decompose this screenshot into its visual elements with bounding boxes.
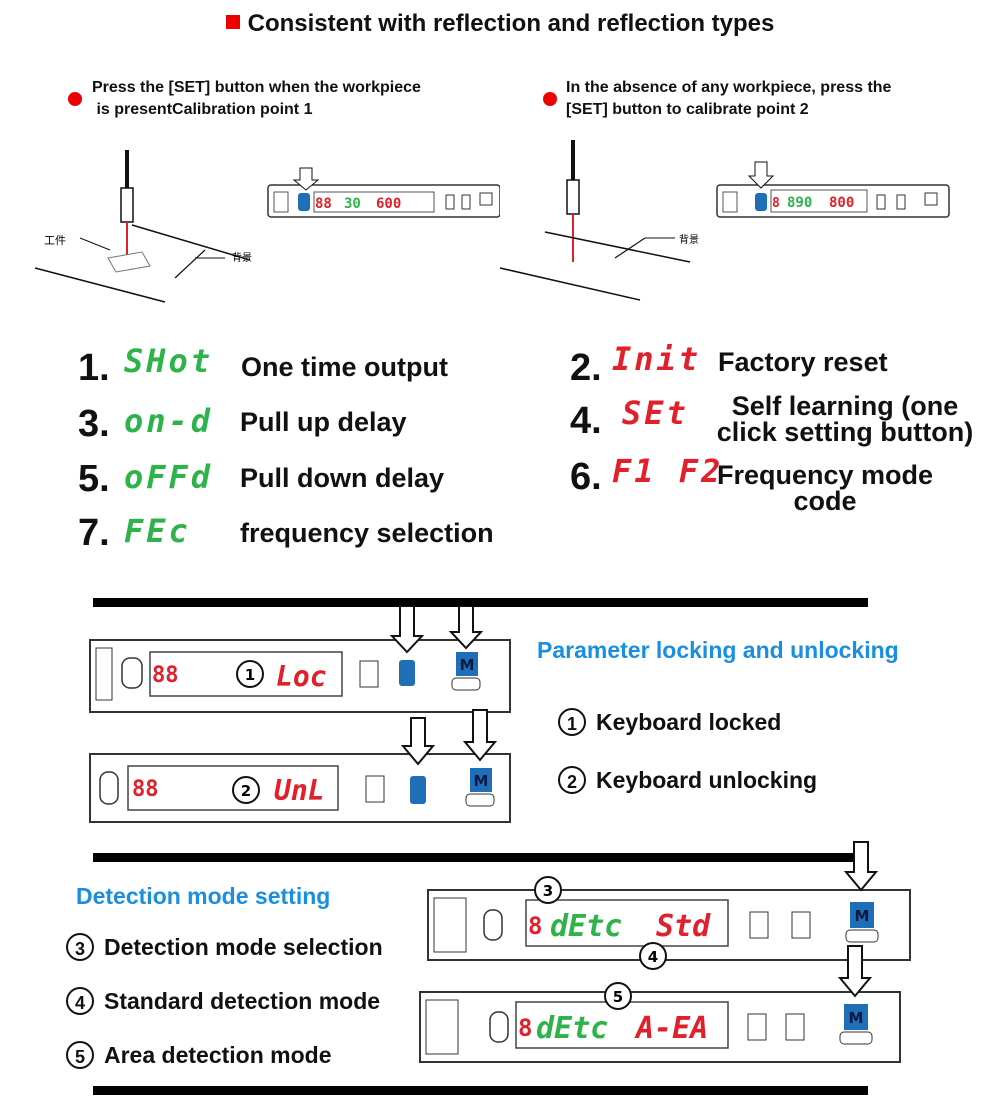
svg-text:890: 890 [787,195,812,211]
number-badge: 5 [66,1041,94,1069]
svg-text:88: 88 [152,663,179,688]
detect-heading: Detection mode setting [76,883,331,909]
calibration-diagram-2: 背景 8 890 800 [499,140,950,301]
svg-text:M: M [460,656,475,674]
svg-text:4: 4 [648,948,658,966]
code-number: 1. [78,347,110,389]
svg-text:8: 8 [772,196,780,211]
svg-text:M: M [474,772,489,790]
number-badge: 1 [558,708,586,736]
svg-text:Std: Std [656,909,711,944]
code-description: Factory reset [718,347,888,377]
code-number: 4. [570,400,602,442]
svg-text:M: M [855,907,870,925]
svg-text:600: 600 [376,196,401,212]
code-description: Pull up delay [240,407,407,437]
code-display: on-d [124,402,214,440]
code-number: 3. [78,403,110,445]
lock-amplifier-diagram: 88 1 Loc M 88 2 UnL M [89,606,511,823]
background-label: 背景 [679,233,699,246]
code-display: FEc [124,512,191,550]
calibration-diagram-1: 工件 背景 88 30 600 [34,150,500,303]
svg-text:30: 30 [344,196,361,212]
svg-text:dEtc: dEtc [550,909,622,944]
code-display: oFFd [124,458,214,496]
number-badge: 2 [558,766,586,794]
code-number: 6. [570,456,602,498]
calib-note-2: In the absence of any workpiece, press t… [566,79,892,118]
code-number: 2. [570,347,602,389]
red-square-icon [225,15,240,29]
code-description: One time output [241,352,448,382]
background-label: 背景 [232,251,252,264]
page-title: Consistent with reflection and reflectio… [0,10,1000,38]
code-number: 5. [78,458,110,500]
svg-text:dEtc: dEtc [536,1011,608,1046]
svg-text:8: 8 [518,1014,532,1042]
code-description: frequency selection [240,518,494,548]
detection-amplifier-diagram: 8 dEtc Std M 3 4 8 dEtc A-EA M 5 [419,841,911,1063]
svg-text:5: 5 [613,988,623,1006]
svg-text:88: 88 [315,196,332,212]
svg-text:8: 8 [528,912,542,940]
red-dot-icon [68,92,82,106]
code-description: Pull down delay [240,463,445,493]
number-badge: 3 [66,933,94,961]
svg-text:A-EA: A-EA [634,1011,708,1046]
calib-note-1: Press the [SET] button when the workpiec… [92,79,421,118]
svg-text:1: 1 [245,666,255,684]
svg-text:M: M [849,1009,864,1027]
divider [93,1086,868,1095]
svg-text:UnL: UnL [274,774,325,807]
svg-text:Loc: Loc [276,660,327,693]
number-badge: 4 [66,987,94,1015]
code-description: Frequency mode code [716,460,934,516]
svg-text:2: 2 [241,782,251,800]
svg-text:3: 3 [543,882,553,900]
code-display: SHot [124,342,214,380]
code-description: Self learning (one click setting button) [716,391,974,447]
code-display: F1 F2 [612,452,724,490]
divider [93,598,868,607]
svg-text:88: 88 [132,777,159,802]
lock-heading: Parameter locking and unlocking [537,637,899,663]
code-display: SEt [622,394,689,432]
red-dot-icon [543,92,557,106]
divider [93,853,868,862]
workpiece-label: 工件 [44,234,66,247]
code-number: 7. [78,512,110,554]
code-display: Init [612,340,702,378]
svg-text:800: 800 [829,195,854,211]
